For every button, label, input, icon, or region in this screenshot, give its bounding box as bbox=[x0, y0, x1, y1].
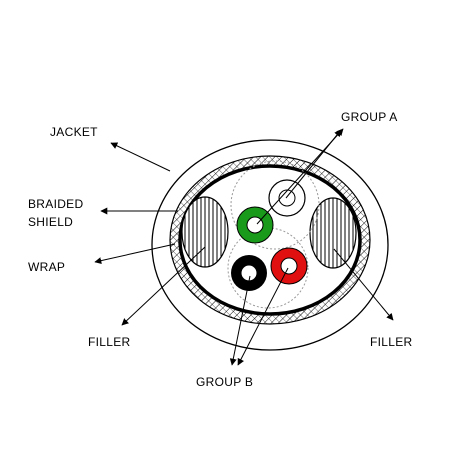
group-a-boundary bbox=[230, 160, 320, 250]
group-b-black-conductor bbox=[231, 255, 267, 291]
filler-right-label: FILLER bbox=[370, 335, 413, 349]
filler-right-leader bbox=[333, 248, 394, 321]
group-a-label: GROUP A bbox=[341, 110, 398, 124]
filler-right bbox=[309, 197, 357, 269]
filler-left-leader bbox=[121, 246, 206, 326]
group-b-leader-1 bbox=[229, 275, 251, 366]
filler-left bbox=[181, 196, 229, 268]
filler-left-label: FILLER bbox=[88, 335, 131, 349]
group-b-leader-2 bbox=[237, 267, 289, 366]
group-b-red-conductor bbox=[270, 247, 308, 285]
jacket-leader bbox=[110, 142, 171, 172]
jacket-label: JACKET bbox=[50, 125, 98, 139]
group-a-leader-2 bbox=[256, 128, 344, 225]
group-a-white-conductor bbox=[268, 179, 306, 217]
wrap-leader bbox=[94, 243, 176, 265]
braided-shield-label-line1: BRAIDED bbox=[28, 197, 83, 211]
wrap-label: WRAP bbox=[28, 260, 65, 274]
wrap-layer bbox=[178, 164, 362, 316]
group-b-label: GROUP B bbox=[196, 375, 253, 389]
braided-shield-label-line2: SHIELD bbox=[28, 215, 73, 229]
